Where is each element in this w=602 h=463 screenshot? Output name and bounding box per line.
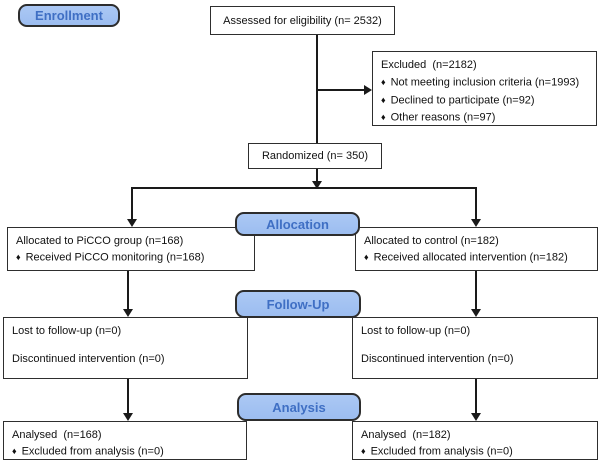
arrowhead-followup-left-icon (123, 309, 133, 317)
allocated-control-bullet-text: Received allocated intervention (n=182) (373, 251, 568, 264)
diamond-bullet-icon: ♦ (381, 112, 386, 122)
node-randomized: Randomized (n= 350) (248, 143, 382, 169)
diamond-bullet-icon: ♦ (381, 77, 386, 87)
followup-left-line1: Lost to follow-up (n=0) (12, 325, 122, 337)
badge-followup: Follow-Up (235, 290, 361, 318)
connector-alloc-to-followup-right (475, 271, 477, 310)
node-assessed: Assessed for eligibility (n= 2532) (210, 6, 395, 35)
allocated-picco-bullet: ♦ Received PiCCO monitoring (n=168) (16, 249, 250, 266)
excluded-title: Excluded (n=2182) (381, 59, 477, 71)
connector-followup-to-analysis-left (127, 379, 129, 414)
badge-enrollment-label: Enrollment (35, 8, 103, 23)
connector-randomized-to-split (316, 168, 318, 182)
badge-allocation: Allocation (235, 212, 360, 236)
analysis-left-bullet-text: Excluded from analysis (n=0) (21, 445, 164, 458)
excluded-bullet-1: ♦ Not meeting inclusion criteria (n=1993) (381, 74, 592, 92)
badge-enrollment: Enrollment (18, 4, 120, 27)
node-allocated-picco: Allocated to PiCCO group (n=168) ♦ Receiv… (7, 227, 255, 271)
followup-right-line2: Discontinued intervention (n=0) (361, 353, 514, 365)
diamond-bullet-icon: ♦ (12, 446, 17, 456)
arrowhead-alloc-left-icon (127, 219, 137, 227)
excluded-bullet-2: ♦ Declined to participate (n=92) (381, 92, 592, 110)
analysis-right-bullet-text: Excluded from analysis (n=0) (370, 445, 513, 458)
node-allocated-control: Allocated to control (n=182) ♦ Received a… (355, 227, 598, 271)
allocated-picco-line1: Allocated to PiCCO group (n=168) (16, 235, 184, 247)
diamond-bullet-icon: ♦ (364, 252, 369, 262)
diamond-bullet-icon: ♦ (381, 94, 386, 105)
badge-followup-label: Follow-Up (266, 296, 330, 312)
connector-split-to-alloc-left (131, 188, 133, 220)
allocated-picco-bullet-text: Received PiCCO monitoring (n=168) (25, 251, 205, 264)
connector-branch-to-excluded (317, 89, 365, 91)
excluded-bullet-1-text: Not meeting inclusion criteria (n=1993) (390, 76, 580, 89)
excluded-bullet-3-text: Other reasons (n=97) (390, 111, 496, 124)
node-assessed-label: Assessed for eligibility (n= 2532) (223, 14, 382, 27)
node-excluded: Excluded (n=2182) ♦ Not meeting inclusion… (372, 51, 597, 126)
arrowhead-followup-right-icon (471, 309, 481, 317)
arrowhead-analysis-left-icon (123, 413, 133, 421)
connector-alloc-to-followup-left (127, 271, 129, 310)
arrowhead-alloc-right-icon (471, 219, 481, 227)
node-analysis-left: Analysed (n=168) ♦ Excluded from analysis… (3, 421, 247, 460)
badge-analysis: Analysis (237, 393, 361, 421)
arrowhead-split-icon (312, 181, 322, 189)
followup-right-line1: Lost to follow-up (n=0) (361, 325, 471, 337)
followup-left-line2: Discontinued intervention (n=0) (12, 353, 165, 365)
node-followup-right: Lost to follow-up (n=0) Discontinued int… (352, 317, 598, 379)
badge-analysis-label: Analysis (272, 399, 326, 415)
analysis-right-line1: Analysed (n=182) (361, 429, 451, 441)
badge-allocation-label: Allocation (266, 216, 329, 232)
connector-followup-to-analysis-right (475, 379, 477, 414)
analysis-right-bullet: ♦ Excluded from analysis (n=0) (361, 443, 593, 460)
connector-split-to-alloc-right (475, 188, 477, 220)
arrowhead-analysis-right-icon (471, 413, 481, 421)
node-followup-left: Lost to follow-up (n=0) Discontinued int… (3, 317, 248, 379)
analysis-left-bullet: ♦ Excluded from analysis (n=0) (12, 443, 242, 460)
arrowhead-excluded-icon (364, 85, 372, 95)
diamond-bullet-icon: ♦ (16, 252, 21, 262)
node-randomized-label: Randomized (n= 350) (261, 150, 369, 162)
excluded-bullet-3: ♦ Other reasons (n=97) (381, 109, 592, 127)
excluded-bullet-2-text: Declined to participate (n=92) (390, 94, 535, 106)
analysis-left-line1: Analysed (n=168) (12, 429, 102, 441)
diamond-bullet-icon: ♦ (361, 446, 366, 456)
node-analysis-right: Analysed (n=182) ♦ Excluded from analysis… (352, 421, 598, 460)
connector-split-horizontal (131, 187, 477, 189)
allocated-control-bullet: ♦ Received allocated intervention (n=182) (364, 249, 593, 266)
allocated-control-line1: Allocated to control (n=182) (364, 235, 499, 247)
